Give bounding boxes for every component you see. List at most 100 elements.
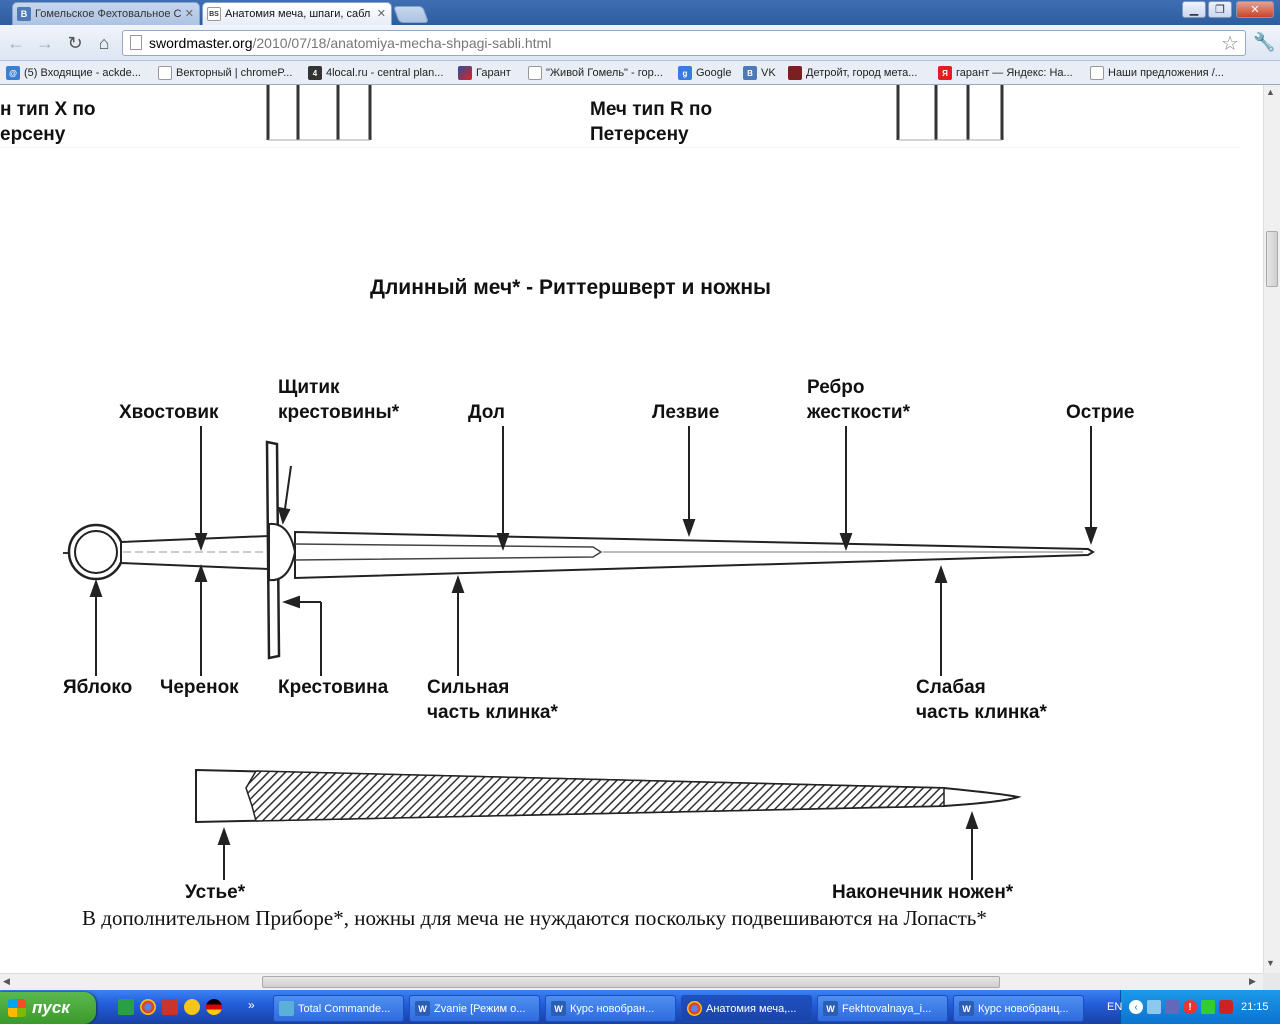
- bookmark-star-icon[interactable]: ☆: [1221, 33, 1239, 55]
- language-indicator[interactable]: EN: [1107, 1001, 1123, 1013]
- address-bar[interactable]: swordmaster.org/2010/07/18/anatomiya-mec…: [122, 30, 1246, 56]
- total-commander-icon: [279, 1001, 294, 1016]
- task-total-commander[interactable]: Total Commande...: [273, 995, 404, 1022]
- bookmark-gomel[interactable]: "Живой Гомель" - гор...: [528, 65, 663, 81]
- page-icon: [158, 66, 172, 80]
- scroll-down-icon[interactable]: ▼: [1266, 958, 1275, 968]
- bookmark-label: гарант — Яндекс: На...: [956, 67, 1073, 79]
- task-label: Total Commande...: [298, 1002, 391, 1015]
- app-icon[interactable]: [162, 999, 178, 1015]
- page-icon: [130, 35, 142, 50]
- minimize-button[interactable]: ▁: [1182, 1, 1206, 18]
- antivirus-shield-icon[interactable]: [1219, 1000, 1233, 1014]
- home-icon[interactable]: ⌂: [98, 32, 110, 53]
- page-icon: [1090, 66, 1104, 80]
- previous-figures-strip: [0, 85, 1240, 148]
- close-tab-icon[interactable]: ✕: [376, 8, 386, 20]
- longsword-diagram: [63, 426, 1113, 676]
- forward-arrow-icon[interactable]: →: [36, 32, 54, 53]
- page-icon: [528, 66, 542, 80]
- new-tab-button[interactable]: [392, 6, 430, 23]
- scroll-up-icon[interactable]: ▲: [1266, 87, 1275, 97]
- task-label: Курс новобранц...: [978, 1002, 1069, 1015]
- word-icon: W: [415, 1001, 430, 1016]
- bookmark-offers[interactable]: Наши предложения /...: [1090, 65, 1224, 81]
- footer-note: В дополнительном Приборе*, ножны для меч…: [82, 906, 987, 930]
- tab-sword-anatomy[interactable]: BS Анатомия меча, шпаги, сабл ✕: [202, 2, 392, 25]
- bookmark-label: Векторный | chromeP...: [176, 67, 293, 79]
- horizontal-scrollbar[interactable]: ◀ ▶: [0, 973, 1263, 990]
- bookmark-label: Наши предложения /...: [1108, 67, 1224, 79]
- chrome-icon: [687, 1001, 702, 1016]
- close-tab-icon[interactable]: ✕: [184, 8, 194, 20]
- scroll-left-icon[interactable]: ◀: [3, 976, 10, 986]
- section-heading: Длинный меч* - Риттершверт и ножны: [370, 276, 771, 299]
- horizontal-scroll-thumb[interactable]: [262, 976, 1000, 988]
- wrench-menu-icon[interactable]: 🔧: [1253, 32, 1276, 52]
- label-grip: Черенок: [160, 677, 239, 698]
- windows-logo-icon: [8, 999, 26, 1017]
- tray-collapse-icon[interactable]: ‹: [1129, 1000, 1143, 1014]
- word-icon: W: [551, 1001, 566, 1016]
- restore-button[interactable]: ❐: [1208, 1, 1232, 18]
- type-x-sword-fragment: [266, 85, 372, 141]
- start-button[interactable]: пуск: [0, 992, 96, 1024]
- bookmark-label: VK: [761, 67, 776, 79]
- tray-app-icon[interactable]: [1165, 1000, 1179, 1014]
- task-word-zvanie[interactable]: W Zvanie [Режим о...: [409, 995, 540, 1022]
- taskbar-expand-icon[interactable]: »: [248, 998, 255, 1012]
- clock[interactable]: 21:15: [1241, 1001, 1269, 1013]
- bookmark-inbox[interactable]: @ (5) Входящие - ackde...: [6, 65, 141, 81]
- label-chape: Наконечник ножен*: [832, 882, 1014, 903]
- tab-fencing[interactable]: В Гомельское Фехтовальное С ✕: [12, 2, 200, 25]
- detroit-icon: [788, 66, 802, 80]
- bookmark-garant[interactable]: Гарант: [458, 65, 511, 81]
- word-icon: W: [959, 1001, 974, 1016]
- scroll-corner: [1263, 973, 1280, 990]
- bookmark-label: Детройт, город мета...: [806, 67, 918, 79]
- back-arrow-icon[interactable]: ←: [7, 32, 25, 53]
- system-tray: EN ‹ ! 21:15: [1107, 990, 1280, 1024]
- alert-icon[interactable]: !: [1183, 1000, 1197, 1014]
- language-flag-icon[interactable]: [206, 999, 222, 1015]
- task-label: Zvanie [Режим о...: [434, 1002, 526, 1015]
- bookmark-label: (5) Входящие - ackde...: [24, 67, 141, 79]
- reload-icon[interactable]: ↻: [67, 32, 83, 53]
- url-host: swordmaster.org: [149, 35, 253, 51]
- type-r-sword-fragment: [896, 85, 1004, 141]
- bookmark-detroit[interactable]: Детройт, город мета...: [788, 65, 917, 81]
- task-chrome-anatomy[interactable]: Анатомия меча,...: [681, 995, 812, 1022]
- tray-status-icon[interactable]: [1201, 1000, 1215, 1014]
- desktop-icon[interactable]: [118, 999, 134, 1015]
- mail-icon: @: [6, 66, 20, 80]
- scroll-right-icon[interactable]: ▶: [1249, 976, 1256, 986]
- task-word-course-2[interactable]: W Курс новобранц...: [953, 995, 1084, 1022]
- network-icon[interactable]: [1147, 1000, 1161, 1014]
- label-scabbard-mouth: Устье*: [185, 882, 246, 903]
- task-label: Курс новобран...: [570, 1002, 655, 1015]
- vertical-scrollbar[interactable]: ▲ ▼: [1263, 85, 1280, 973]
- word-icon: W: [823, 1001, 838, 1016]
- bookmark-vector[interactable]: Векторный | chromeP...: [158, 65, 292, 81]
- close-window-button[interactable]: ✕: [1236, 1, 1274, 18]
- google-icon: g: [678, 66, 692, 80]
- vk-favicon-icon: В: [17, 7, 31, 21]
- 4local-icon: 4: [308, 66, 322, 80]
- chrome-icon[interactable]: [140, 999, 156, 1015]
- url-path: /2010/07/18/anatomiya-mecha-shpagi-sabli…: [252, 35, 552, 51]
- yandex-icon: Я: [938, 66, 952, 80]
- vertical-scroll-thumb[interactable]: [1266, 231, 1278, 287]
- task-label: Анатомия меча,...: [706, 1002, 797, 1015]
- task-word-course[interactable]: W Курс новобран...: [545, 995, 676, 1022]
- app-icon[interactable]: [184, 999, 200, 1015]
